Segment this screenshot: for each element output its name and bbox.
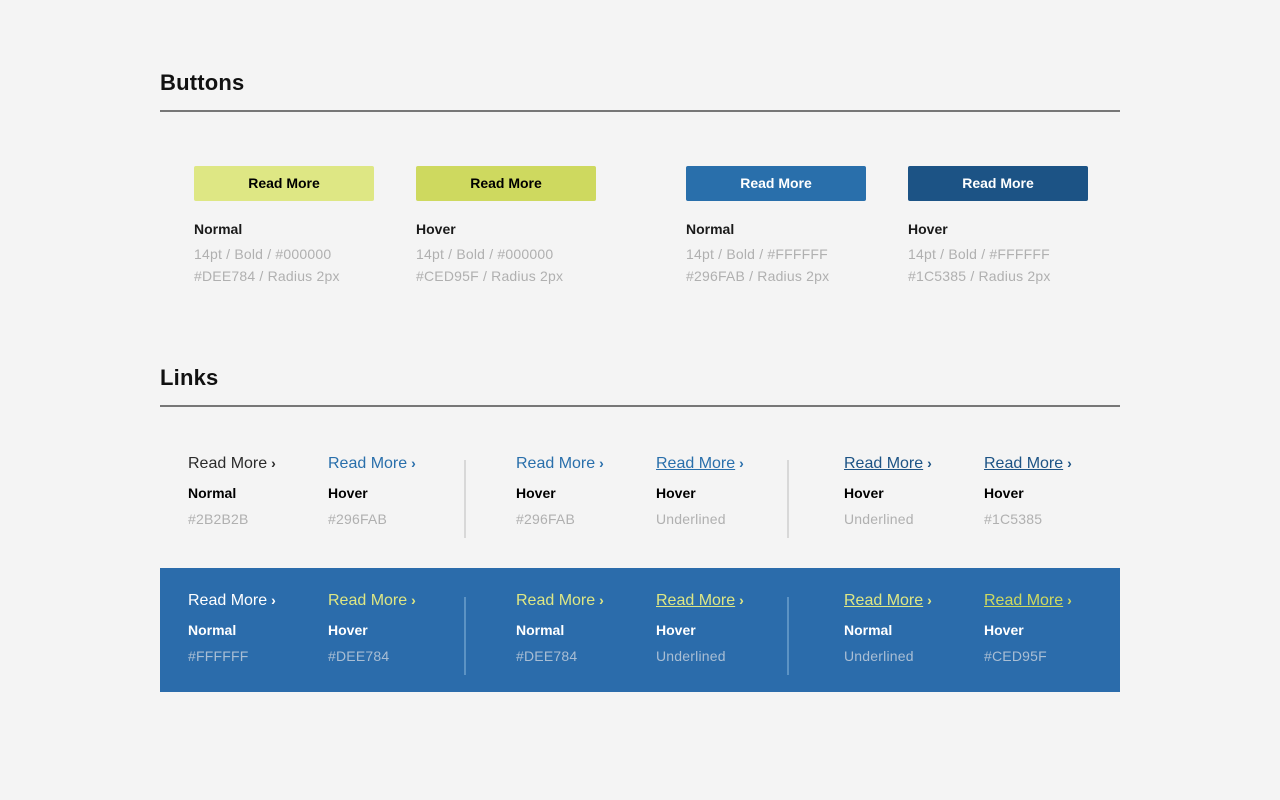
- link-spec-note-6: #CED95F: [984, 648, 1047, 664]
- read-more-link-label: Read More: [328, 592, 408, 609]
- read-more-link-2[interactable]: Read More›: [328, 455, 416, 473]
- button-state-label-3: Normal: [686, 221, 735, 237]
- read-more-link-label: Read More: [984, 455, 1064, 472]
- link-state-label-3: Hover: [516, 485, 556, 501]
- read-more-button-2[interactable]: Read More: [416, 166, 596, 201]
- read-more-link-label: Read More: [516, 592, 596, 609]
- link-spec-note-3: #296FAB: [516, 511, 575, 527]
- read-more-link-6[interactable]: Read More›: [984, 592, 1072, 610]
- read-more-button-1[interactable]: Read More: [194, 166, 374, 201]
- link-cell-2: Read More› Hover #296FAB: [328, 455, 416, 527]
- link-cell-3: Read More› Normal #DEE784: [516, 592, 604, 664]
- button-state-label-1: Normal: [194, 221, 243, 237]
- chevron-right-icon: ›: [927, 592, 932, 608]
- button-spec-typography-3: 14pt / Bold / #FFFFFF: [686, 246, 828, 262]
- chevron-right-icon: ›: [739, 455, 744, 471]
- read-more-link-1[interactable]: Read More›: [188, 455, 276, 473]
- button-spec-color-1: #DEE784 / Radius 2px: [194, 268, 340, 284]
- button-spec-color-4: #1C5385 / Radius 2px: [908, 268, 1051, 284]
- link-spec-note-2: #DEE784: [328, 648, 390, 664]
- link-spec-note-4: Underlined: [656, 648, 726, 664]
- link-spec-note-5: Underlined: [844, 511, 914, 527]
- link-state-label-6: Hover: [984, 485, 1024, 501]
- read-more-link-label: Read More: [984, 592, 1064, 609]
- read-more-link-label: Read More: [516, 455, 596, 472]
- read-more-link-2[interactable]: Read More›: [328, 592, 416, 610]
- link-state-label-1: Normal: [188, 485, 237, 501]
- read-more-link-label: Read More: [328, 455, 408, 472]
- read-more-link-1[interactable]: Read More›: [188, 592, 276, 610]
- read-more-link-3[interactable]: Read More›: [516, 455, 604, 473]
- chevron-right-icon: ›: [411, 592, 416, 608]
- link-spec-note-5: Underlined: [844, 648, 914, 664]
- section-title-links: Links: [160, 365, 219, 390]
- link-state-label-4: Hover: [656, 485, 696, 501]
- link-spec-note-2: #296FAB: [328, 511, 387, 527]
- read-more-link-label: Read More: [844, 592, 924, 609]
- read-more-button-3[interactable]: Read More: [686, 166, 866, 201]
- link-state-label-4: Hover: [656, 622, 696, 638]
- button-spec-typography-1: 14pt / Bold / #000000: [194, 246, 332, 262]
- link-state-label-1: Normal: [188, 622, 237, 638]
- link-state-label-5: Normal: [844, 622, 893, 638]
- link-cell-1: Read More› Normal #FFFFFF: [188, 592, 276, 664]
- link-cell-1: Read More› Normal #2B2B2B: [188, 455, 276, 527]
- read-more-link-label: Read More: [844, 455, 924, 472]
- read-more-link-4[interactable]: Read More›: [656, 455, 744, 473]
- chevron-right-icon: ›: [1067, 592, 1072, 608]
- link-state-label-2: Hover: [328, 622, 368, 638]
- chevron-right-icon: ›: [411, 455, 416, 471]
- read-more-link-label: Read More: [656, 455, 736, 472]
- links-column-divider-light-2: [787, 460, 789, 538]
- chevron-right-icon: ›: [927, 455, 932, 471]
- links-column-divider-light-1: [464, 460, 466, 538]
- section-divider-buttons: [160, 110, 1120, 112]
- section-title-buttons: Buttons: [160, 70, 245, 95]
- button-spec-typography-4: 14pt / Bold / #FFFFFF: [908, 246, 1050, 262]
- button-state-label-2: Hover: [416, 221, 456, 237]
- section-divider-links: [160, 405, 1120, 407]
- link-cell-6: Read More› Hover #CED95F: [984, 592, 1072, 664]
- read-more-button-4[interactable]: Read More: [908, 166, 1088, 201]
- read-more-link-3[interactable]: Read More›: [516, 592, 604, 610]
- read-more-link-6[interactable]: Read More›: [984, 455, 1072, 473]
- read-more-link-5[interactable]: Read More›: [844, 592, 932, 610]
- read-more-link-4[interactable]: Read More›: [656, 592, 744, 610]
- link-spec-note-1: #FFFFFF: [188, 648, 249, 664]
- chevron-right-icon: ›: [599, 592, 604, 608]
- read-more-link-5[interactable]: Read More›: [844, 455, 932, 473]
- link-cell-6: Read More› Hover #1C5385: [984, 455, 1072, 527]
- read-more-link-label: Read More: [188, 592, 268, 609]
- chevron-right-icon: ›: [271, 455, 276, 471]
- chevron-right-icon: ›: [599, 455, 604, 471]
- link-spec-note-3: #DEE784: [516, 648, 578, 664]
- chevron-right-icon: ›: [739, 592, 744, 608]
- links-panel-dark: [160, 568, 1120, 692]
- button-spec-color-3: #296FAB / Radius 2px: [686, 268, 830, 284]
- link-state-label-5: Hover: [844, 485, 884, 501]
- links-column-divider-dark-1: [464, 597, 466, 675]
- link-cell-3: Read More› Hover #296FAB: [516, 455, 604, 527]
- link-state-label-6: Hover: [984, 622, 1024, 638]
- links-column-divider-dark-2: [787, 597, 789, 675]
- link-spec-note-6: #1C5385: [984, 511, 1043, 527]
- chevron-right-icon: ›: [271, 592, 276, 608]
- button-spec-color-2: #CED95F / Radius 2px: [416, 268, 564, 284]
- read-more-link-label: Read More: [188, 455, 268, 472]
- chevron-right-icon: ›: [1067, 455, 1072, 471]
- link-state-label-3: Normal: [516, 622, 565, 638]
- button-spec-typography-2: 14pt / Bold / #000000: [416, 246, 554, 262]
- link-state-label-2: Hover: [328, 485, 368, 501]
- link-spec-note-4: Underlined: [656, 511, 726, 527]
- button-state-label-4: Hover: [908, 221, 948, 237]
- link-spec-note-1: #2B2B2B: [188, 511, 249, 527]
- read-more-link-label: Read More: [656, 592, 736, 609]
- link-cell-2: Read More› Hover #DEE784: [328, 592, 416, 664]
